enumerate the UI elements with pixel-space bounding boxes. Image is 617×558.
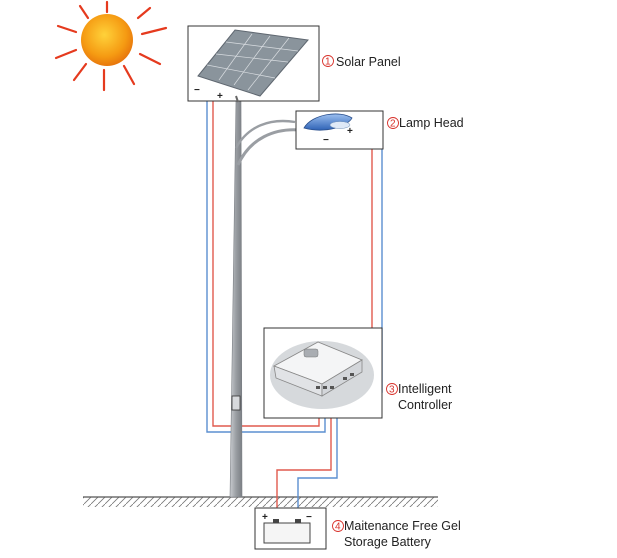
controller-label: 3 Intelligent Controller (386, 382, 452, 412)
solar-panel-block: − + (187, 25, 320, 103)
ground (83, 496, 438, 507)
battery-icon (263, 519, 311, 544)
battery-positive-terminal: + (262, 512, 268, 523)
controller-block (263, 327, 383, 419)
svg-text:1: 1 (325, 57, 331, 68)
svg-text:Maitenance Free Gel: Maitenance Free Gel (344, 519, 461, 533)
battery-positive-wire (276, 392, 332, 517)
svg-text:4: 4 (335, 522, 341, 533)
svg-text:Lamp Head: Lamp Head (399, 116, 464, 130)
battery-negative-terminal: − (306, 512, 312, 523)
solar-positive-terminal: + (217, 91, 223, 102)
svg-text:3: 3 (389, 385, 395, 396)
lamp-head-block: − + (295, 110, 384, 150)
battery-block: + − (254, 507, 327, 550)
lamp-negative-terminal: − (323, 135, 329, 146)
svg-text:Controller: Controller (398, 398, 452, 412)
controller-icon (270, 341, 374, 409)
solar-panel-icon (197, 29, 309, 103)
svg-text:Intelligent: Intelligent (398, 382, 452, 396)
lamp-head-icon (303, 113, 353, 131)
svg-text:2: 2 (390, 119, 396, 130)
street-pole (229, 99, 301, 498)
battery-label: 4 Maitenance Free Gel Storage Battery (332, 519, 461, 549)
sun-icon (54, 0, 168, 92)
solar-panel-label: 1 Solar Panel (322, 55, 401, 69)
lamp-positive-terminal: + (347, 126, 353, 137)
lamp-head-label: 2 Lamp Head (387, 116, 464, 130)
svg-text:Solar Panel: Solar Panel (336, 55, 401, 69)
svg-text:Storage Battery: Storage Battery (344, 535, 432, 549)
battery-negative-wire (297, 392, 338, 517)
solar-negative-terminal: − (194, 85, 200, 96)
